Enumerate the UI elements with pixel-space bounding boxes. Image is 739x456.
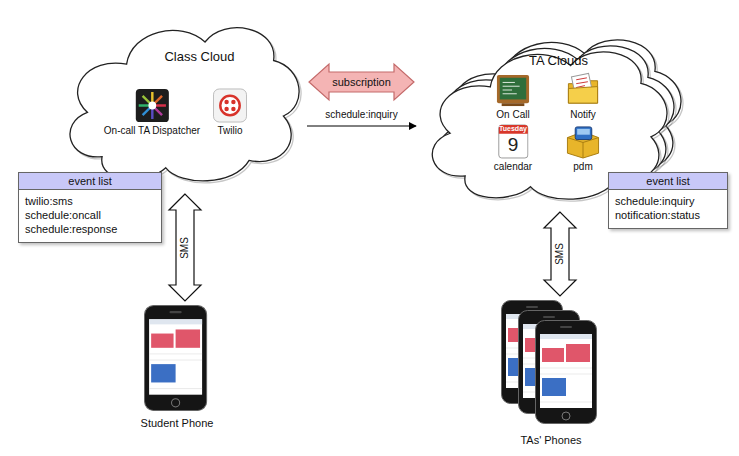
app-icon-image bbox=[568, 73, 597, 103]
phone-label: TAs' Phones bbox=[501, 434, 601, 446]
app-icon bbox=[135, 88, 170, 123]
sms-arrow bbox=[169, 194, 201, 301]
app-icon-image bbox=[498, 125, 527, 158]
icon-label: On-call TA Dispatcher bbox=[104, 125, 200, 136]
dispatcher-app: On-call TA Dispatcher bbox=[104, 88, 200, 136]
app-icon bbox=[566, 72, 601, 107]
pdm-app: pdm bbox=[566, 124, 601, 172]
calendar-date: 9 bbox=[508, 135, 519, 154]
class-cloud: Class CloudOn-call TA Dispatcher Twilio bbox=[58, 5, 303, 190]
phone-figure bbox=[501, 300, 601, 428]
cloud-title: TA Clouds bbox=[420, 53, 685, 68]
icon-label: Notify bbox=[566, 109, 601, 120]
phone-label: Student Phone bbox=[141, 417, 214, 429]
app-icon bbox=[566, 124, 601, 159]
calendar-app: calendar Tuesday 9 bbox=[494, 124, 532, 172]
icon-label: On Call bbox=[496, 109, 530, 120]
twilio-app: Twilio bbox=[213, 88, 248, 136]
icon-label: pdm bbox=[566, 161, 601, 172]
phone-figure bbox=[144, 305, 210, 411]
event-names: twilio:sms schedule:oncall schedule:resp… bbox=[19, 190, 123, 242]
phone-image bbox=[536, 321, 597, 424]
app-icon-image bbox=[213, 89, 246, 122]
app-icon-image bbox=[497, 75, 529, 106]
subscription-arrow bbox=[309, 64, 414, 100]
student-phone: Student Phone bbox=[141, 305, 214, 429]
sms-arrow bbox=[544, 212, 576, 296]
app-icon bbox=[213, 88, 248, 123]
calendar-day: Tuesday bbox=[499, 125, 527, 132]
event-list: event listtwilio:sms schedule:oncall sch… bbox=[18, 172, 162, 243]
oncall-app: On Call bbox=[496, 73, 530, 120]
connector-label: schedule:inquiry bbox=[323, 109, 399, 120]
app-icon bbox=[496, 73, 530, 107]
list-heading: event list bbox=[19, 173, 161, 190]
notify-app: Notify bbox=[566, 72, 601, 120]
list-heading: event list bbox=[609, 173, 727, 190]
phone-image bbox=[145, 306, 207, 411]
icon-label: Twilio bbox=[213, 125, 248, 136]
app-icon-image bbox=[135, 89, 168, 122]
connector-label: SMS bbox=[180, 237, 190, 259]
cloud-title: Class Cloud bbox=[58, 49, 303, 64]
connector-label: SMS bbox=[555, 243, 565, 265]
icon-label: calendar bbox=[494, 161, 532, 172]
event-names: schedule:inquiry notification:status bbox=[609, 190, 706, 228]
ta-phones: TAs' Phones bbox=[501, 300, 601, 446]
app-icon-image bbox=[567, 127, 598, 158]
connector-label: subscription bbox=[332, 77, 391, 88]
message-arrow bbox=[307, 126, 416, 127]
cloud-shape bbox=[58, 5, 303, 190]
event-list: event listschedule:inquiry notification:… bbox=[608, 172, 728, 229]
